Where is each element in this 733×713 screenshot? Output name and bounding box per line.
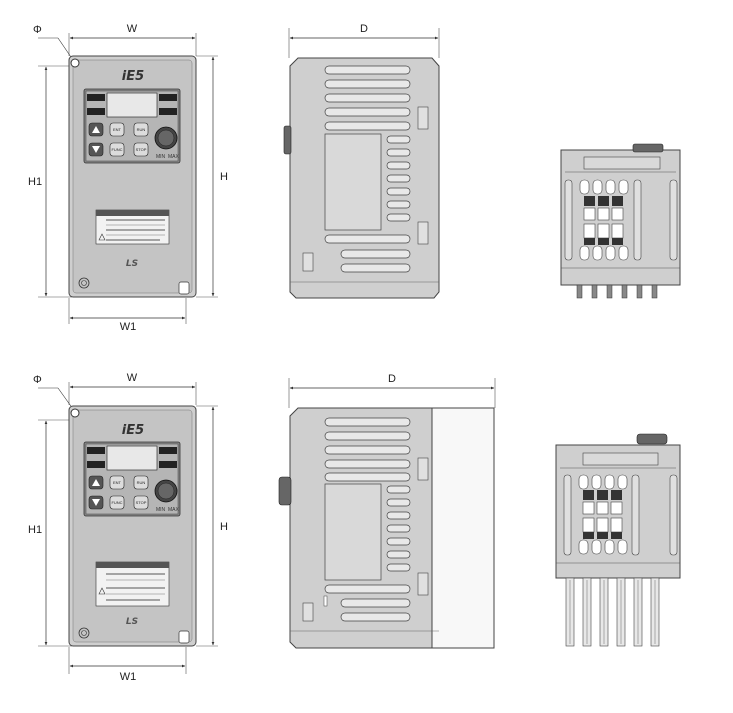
- dial-max-label-2: MAX: [168, 507, 180, 513]
- bottom-view-top: [560, 143, 681, 299]
- dim-label-w1-2: W1: [120, 671, 137, 683]
- model-label-2: iE5: [122, 423, 144, 438]
- dim-label-h1-2: H1: [28, 524, 42, 536]
- front-view-top: W Φ H1 H W1 iE5: [28, 23, 228, 333]
- dim-label-h-2: H: [220, 521, 228, 533]
- key-func: FUNC: [111, 147, 122, 152]
- front-view-bottom: W Φ H1 H W1 iE5 ENT RUN: [28, 372, 228, 683]
- dim-label-phi-2: Φ: [33, 374, 42, 386]
- side-view-top: D: [283, 23, 440, 299]
- key-run: RUN: [137, 127, 146, 132]
- dim-label-w-2: W: [127, 372, 138, 384]
- key-run-2: RUN: [137, 480, 146, 485]
- dial-max-label: MAX: [168, 154, 180, 160]
- key-ent-2: ENT: [113, 480, 122, 485]
- dial-min-label: MIN: [156, 154, 166, 160]
- dim-label-d: D: [360, 23, 368, 35]
- key-stop: STOP: [136, 147, 147, 152]
- dim-label-phi: Φ: [33, 24, 42, 36]
- key-ent: ENT: [113, 127, 122, 132]
- side-view-bottom: D: [278, 373, 496, 649]
- dial-min-label-2: MIN: [156, 507, 166, 513]
- dim-label-h1: H1: [28, 176, 42, 188]
- brand-logo-2: LS: [126, 617, 138, 627]
- bottom-view-bottom: [555, 433, 681, 647]
- brand-logo: LS: [126, 259, 138, 269]
- model-label: iE5: [122, 69, 144, 84]
- dim-label-w1: W1: [120, 321, 137, 333]
- key-stop-2: STOP: [136, 500, 147, 505]
- dim-label-d-2: D: [388, 373, 396, 385]
- dim-label-h: H: [220, 171, 228, 183]
- dim-label-w: W: [127, 23, 138, 35]
- key-func-2: FUNC: [111, 500, 122, 505]
